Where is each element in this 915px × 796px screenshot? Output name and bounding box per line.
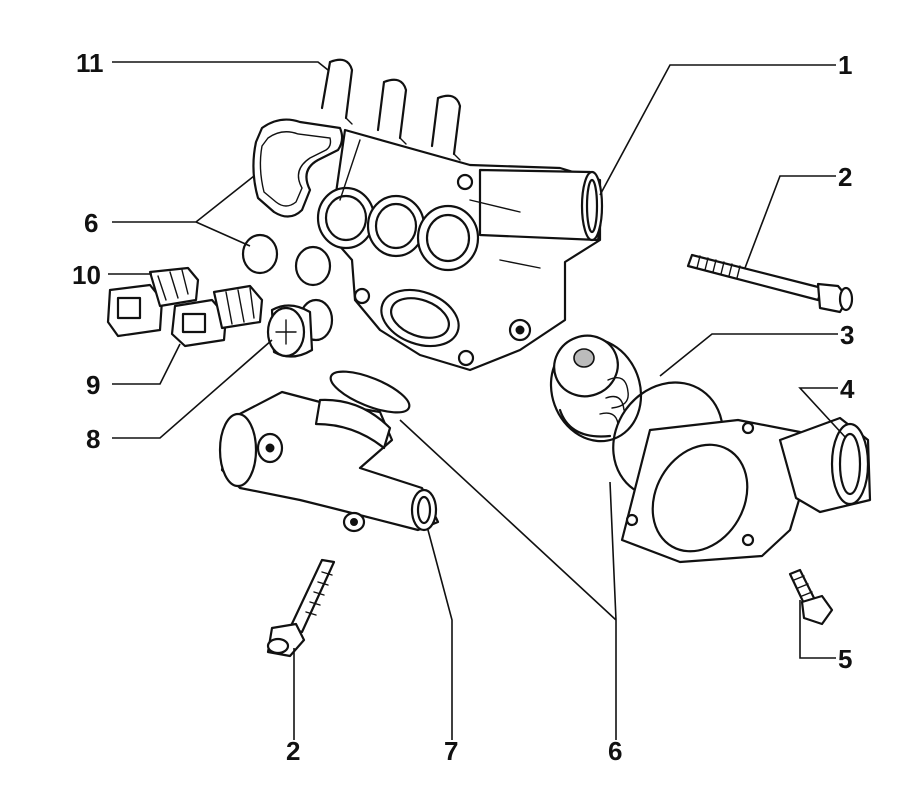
part-7-elbow-pipe	[218, 390, 440, 533]
callout-5: 5	[838, 644, 852, 674]
callout-4: 4	[840, 374, 855, 404]
callout-2-top: 2	[838, 162, 852, 192]
part-11-retaining-clips	[320, 58, 462, 161]
callout-7: 7	[444, 736, 458, 766]
part-3-thermostat	[549, 334, 643, 443]
callout-10: 10	[72, 260, 101, 290]
callout-6-bottom: 6	[608, 736, 622, 766]
callout-9: 9	[86, 370, 100, 400]
part-1-coolant-flange-housing	[316, 128, 604, 372]
part-5-bolt	[788, 568, 834, 626]
part-6-o-rings	[241, 233, 332, 287]
leader-lines	[108, 61, 847, 740]
callout-3: 3	[840, 320, 854, 350]
part-6-o-ring-large	[329, 370, 411, 414]
part-2-bolt-short	[266, 558, 336, 658]
callout-11: 11	[76, 48, 104, 78]
callout-2-bottom: 2	[286, 736, 300, 766]
part-6-gasket	[252, 118, 344, 218]
part-8-plug	[266, 298, 334, 358]
part-10-temperature-sensor	[106, 266, 200, 338]
callout-6-left: 6	[84, 208, 98, 238]
part-4-thermostat-housing	[620, 416, 872, 564]
part-2-bolt-long	[686, 253, 854, 314]
callout-8: 8	[86, 424, 100, 454]
part-9-sensor	[170, 284, 264, 348]
callout-1: 1	[838, 50, 852, 80]
